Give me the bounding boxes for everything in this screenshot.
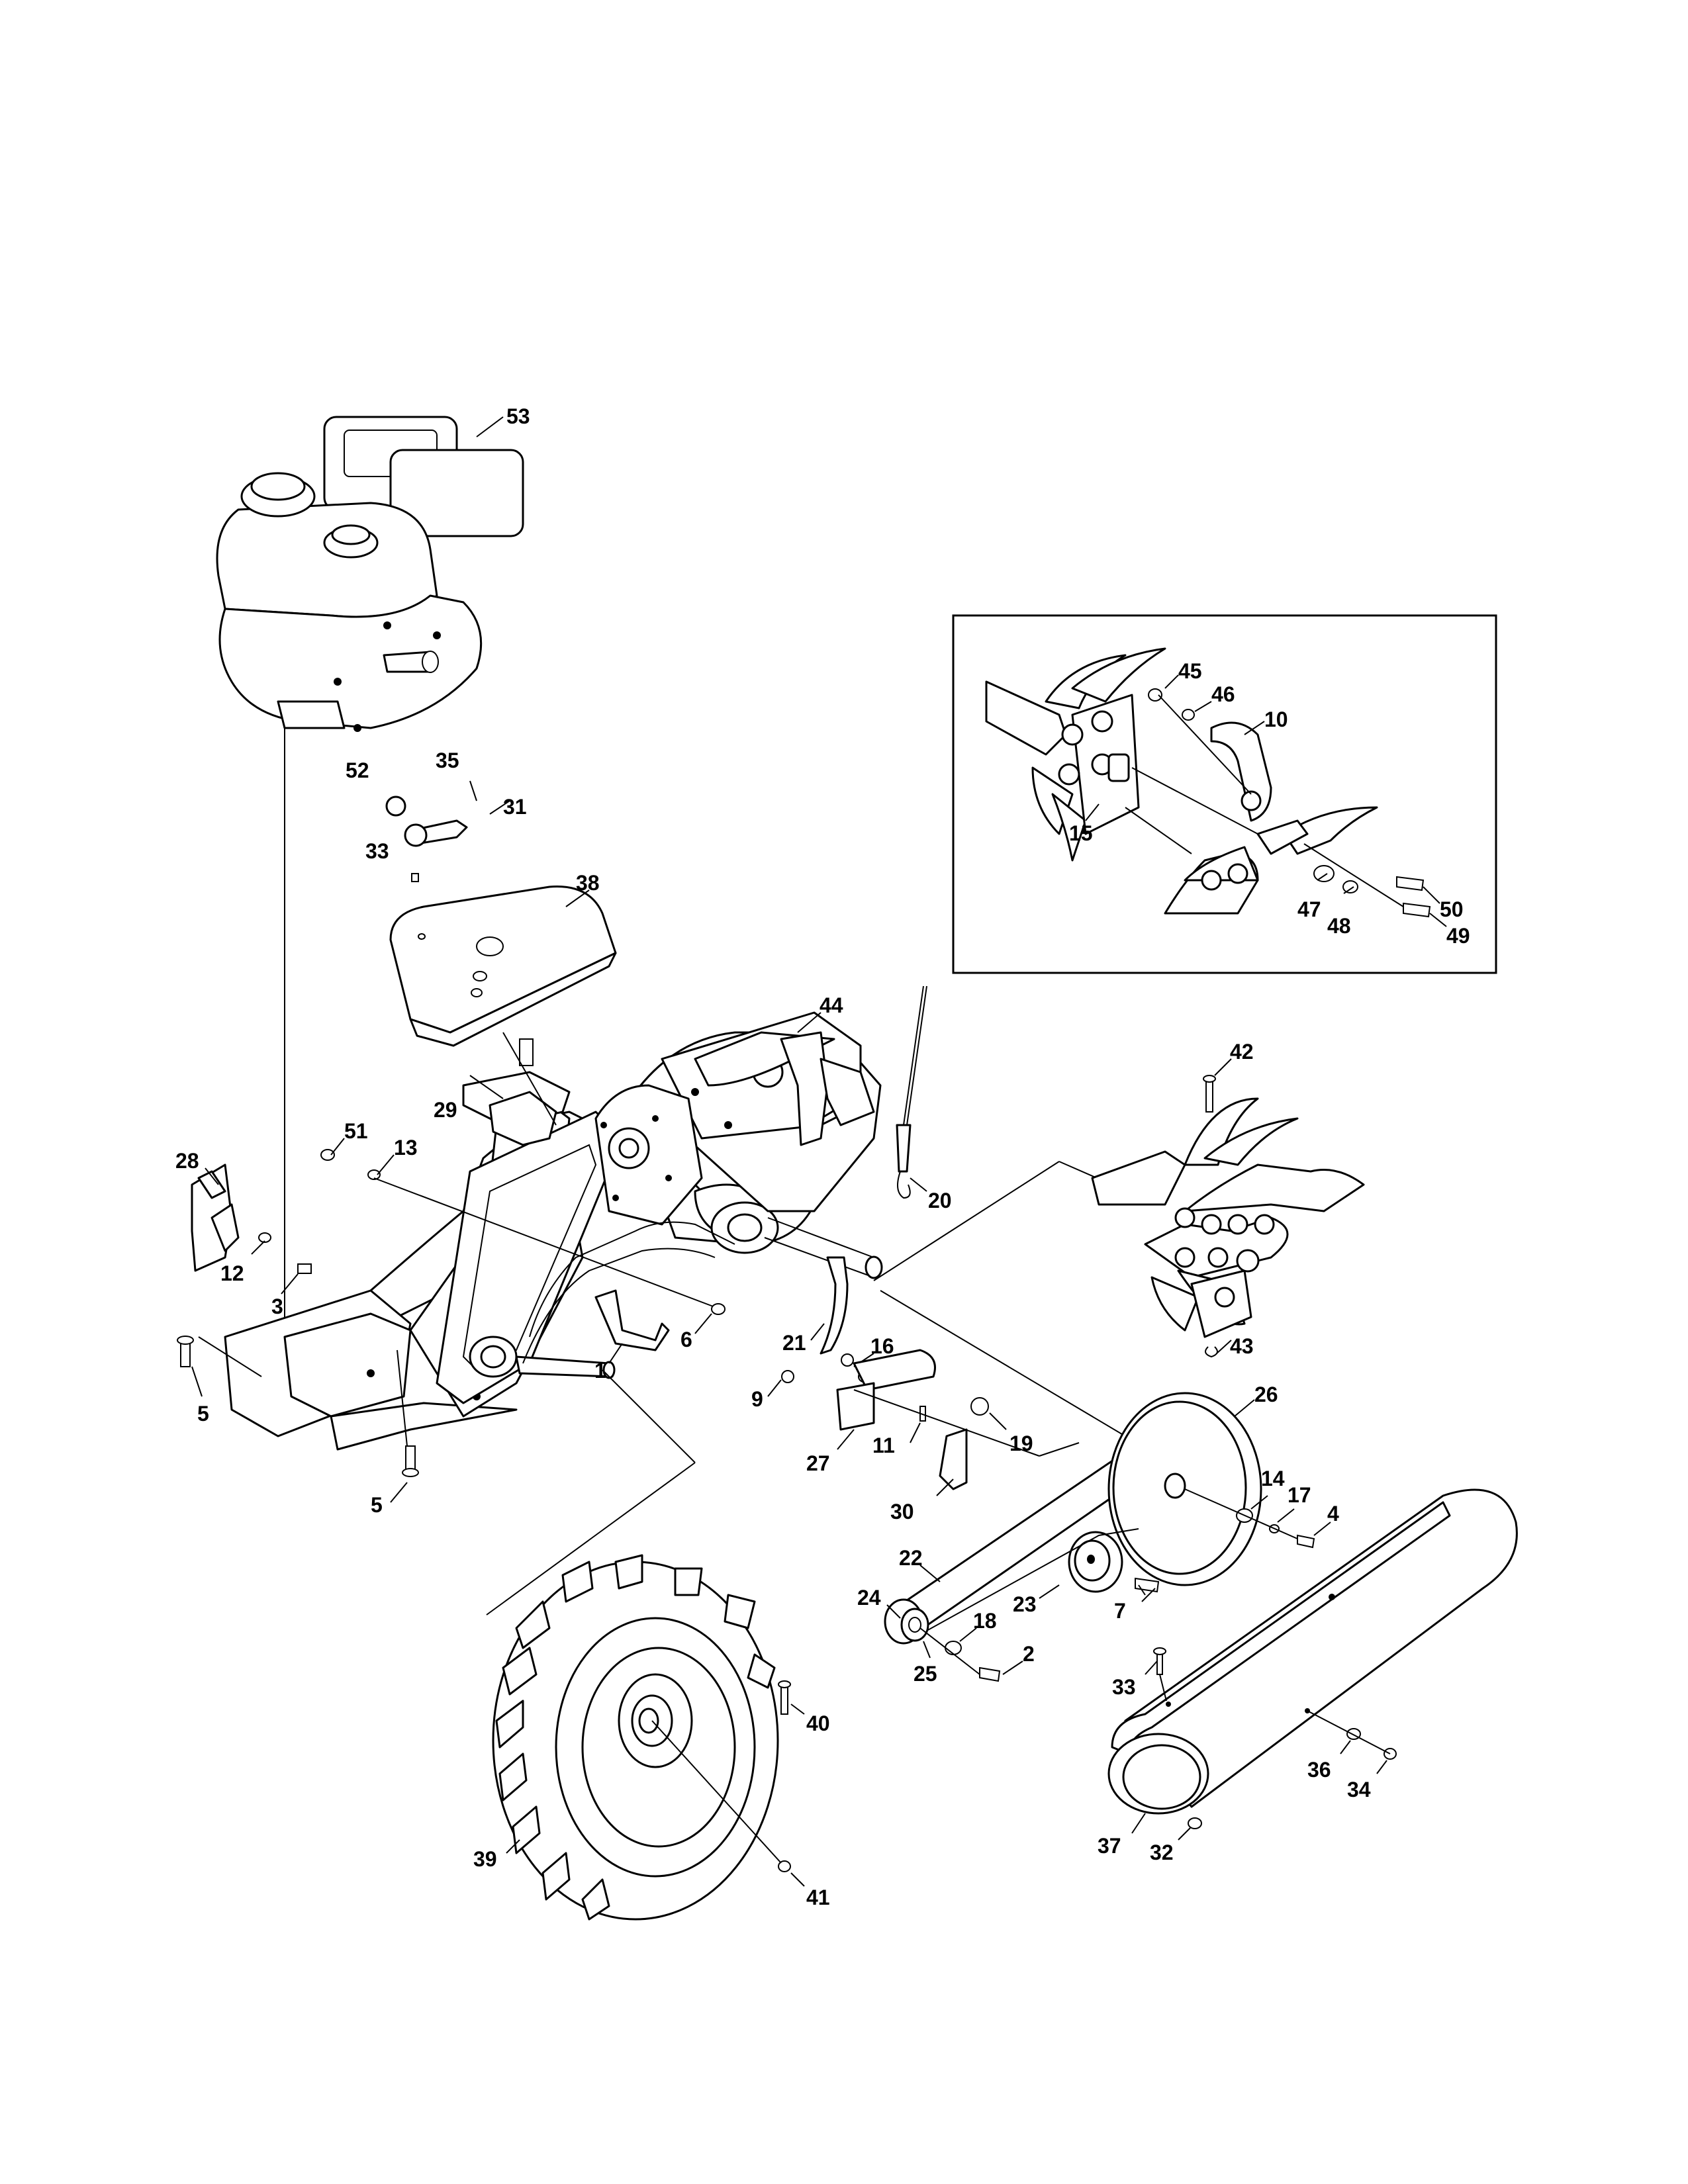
callout-5b: 5 [371, 1493, 383, 1517]
callout-31: 31 [503, 795, 527, 819]
callout-labels: 1 2 3 4 5 5 6 7 9 10 11 12 13 14 15 16 1… [175, 404, 1470, 1909]
callout-1: 1 [594, 1359, 606, 1383]
callout-4: 4 [1327, 1502, 1339, 1525]
belt-cover [1107, 1488, 1518, 1815]
belt-pulley-assembly [884, 1392, 1262, 1645]
callout-9: 9 [751, 1387, 763, 1411]
callout-33b: 33 [1112, 1675, 1136, 1699]
callout-47: 47 [1297, 897, 1321, 921]
callout-46: 46 [1211, 682, 1235, 706]
callout-49: 49 [1446, 924, 1470, 948]
tine-assembly [1091, 1075, 1365, 1358]
callout-21: 21 [782, 1331, 806, 1355]
callout-13: 13 [394, 1136, 418, 1160]
inset-tine-detail [985, 647, 1431, 918]
callout-16: 16 [870, 1334, 894, 1358]
callout-37: 37 [1098, 1834, 1121, 1858]
bracket-28 [191, 1163, 240, 1272]
callout-30: 30 [890, 1500, 914, 1524]
callout-29: 29 [434, 1098, 457, 1122]
callout-23: 23 [1013, 1592, 1037, 1616]
lever [385, 780, 477, 847]
callout-53: 53 [506, 404, 530, 428]
callout-34: 34 [1347, 1778, 1371, 1801]
callout-33a: 33 [365, 839, 389, 863]
callout-36: 36 [1307, 1758, 1331, 1782]
callout-11: 11 [872, 1433, 895, 1457]
callout-48: 48 [1327, 914, 1351, 938]
callout-19: 19 [1009, 1432, 1033, 1455]
shield [389, 886, 617, 1047]
engine [216, 416, 524, 732]
callout-26: 26 [1254, 1383, 1278, 1406]
callout-15: 15 [1069, 821, 1093, 845]
callout-32: 32 [1150, 1841, 1174, 1864]
callout-12: 12 [220, 1261, 244, 1285]
callout-2: 2 [1023, 1642, 1035, 1666]
callout-7: 7 [1114, 1599, 1126, 1623]
callout-5a: 5 [197, 1402, 209, 1426]
callout-42: 42 [1230, 1040, 1254, 1064]
callout-28: 28 [175, 1149, 199, 1173]
tiller-housing [594, 1031, 835, 1226]
callout-20: 20 [928, 1189, 952, 1212]
callout-27: 27 [806, 1451, 830, 1475]
callout-40: 40 [806, 1711, 830, 1735]
callout-52: 52 [346, 758, 369, 782]
callout-51: 51 [344, 1119, 368, 1143]
callout-38: 38 [576, 871, 600, 895]
callout-14: 14 [1261, 1467, 1285, 1490]
callout-10: 10 [1264, 707, 1288, 731]
callout-22: 22 [899, 1546, 923, 1570]
callout-50: 50 [1440, 897, 1464, 921]
callout-41: 41 [806, 1886, 830, 1909]
callout-6: 6 [680, 1328, 692, 1351]
callout-3: 3 [271, 1295, 283, 1318]
callout-17: 17 [1288, 1483, 1311, 1507]
callout-44: 44 [820, 993, 843, 1017]
callout-43: 43 [1230, 1334, 1254, 1358]
callout-39: 39 [473, 1847, 497, 1871]
wheel [492, 1554, 779, 1921]
callout-25: 25 [914, 1662, 937, 1686]
callout-24: 24 [857, 1586, 881, 1610]
callout-45: 45 [1178, 659, 1202, 683]
callout-18: 18 [973, 1609, 997, 1633]
callout-35: 35 [436, 749, 459, 772]
belt-housing [436, 1111, 624, 1404]
